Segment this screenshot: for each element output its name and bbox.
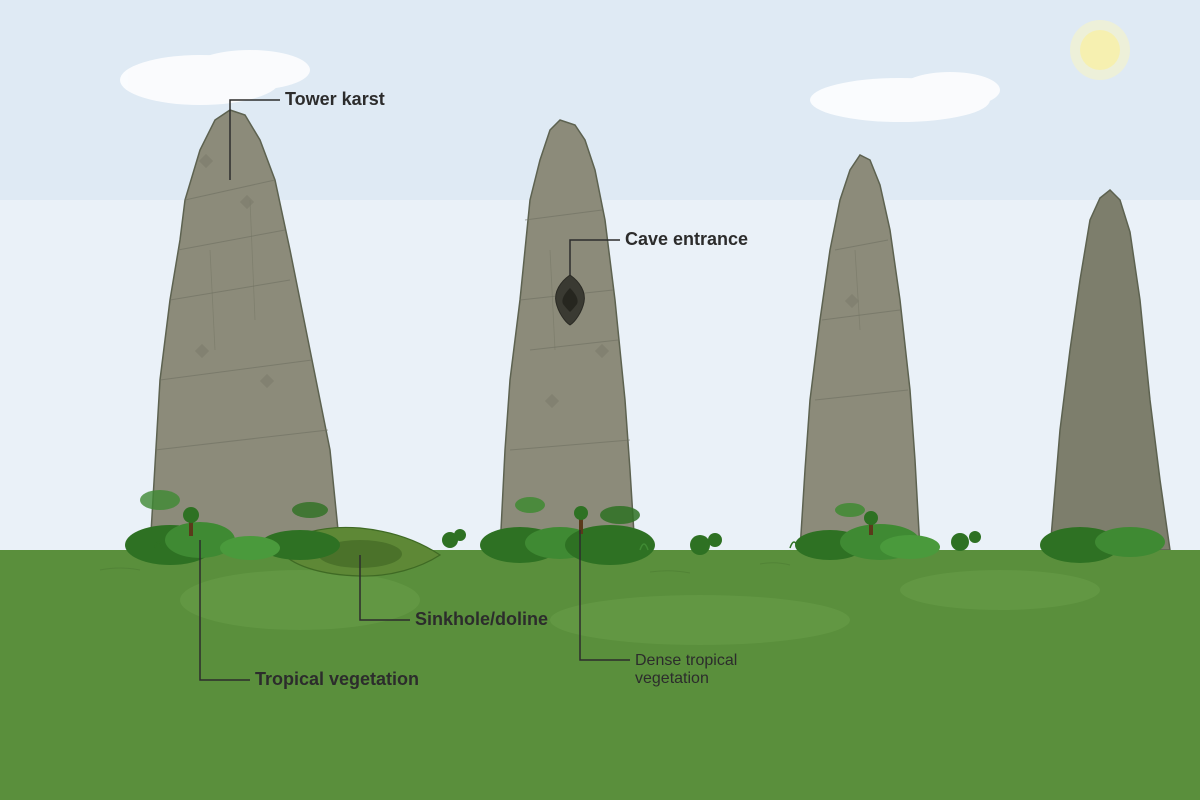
- sinkhole-leader: [359, 555, 410, 621]
- cave-entrance-leader: [569, 239, 620, 275]
- cave-entrance-label: Cave entrance: [625, 229, 748, 249]
- vegetation-cluster-2: [480, 497, 655, 565]
- karst-tower-2: [499, 119, 636, 551]
- cloud-right: [810, 72, 1000, 122]
- sinkhole-label: Sinkhole/doline: [415, 609, 548, 629]
- vegetation-cluster-4: [1040, 527, 1165, 563]
- cave-icon: [555, 274, 585, 326]
- dense-vegetation-leader: [579, 530, 630, 661]
- ground-grass-lines: [99, 562, 791, 574]
- karst-tower-1: [149, 109, 341, 551]
- dense-vegetation-label-line1: Dense tropical: [635, 652, 737, 669]
- tropical-vegetation-leader: [199, 540, 250, 681]
- dense-vegetation-label-line2: vegetation: [635, 670, 709, 687]
- tower-karst-leader: [229, 99, 280, 180]
- karst-tower-4: [1049, 188, 1171, 551]
- vegetation-cluster-3: [789, 503, 940, 560]
- cloud-left: [120, 50, 310, 105]
- vegetation-cluster-1: [125, 490, 340, 565]
- scattered-shrubs: [442, 529, 981, 555]
- tower-karst-label: Tower karst: [285, 89, 385, 109]
- karst-tower-3: [799, 154, 921, 551]
- tropical-vegetation-label: Tropical vegetation: [255, 669, 419, 689]
- sun-icon: [1070, 20, 1130, 80]
